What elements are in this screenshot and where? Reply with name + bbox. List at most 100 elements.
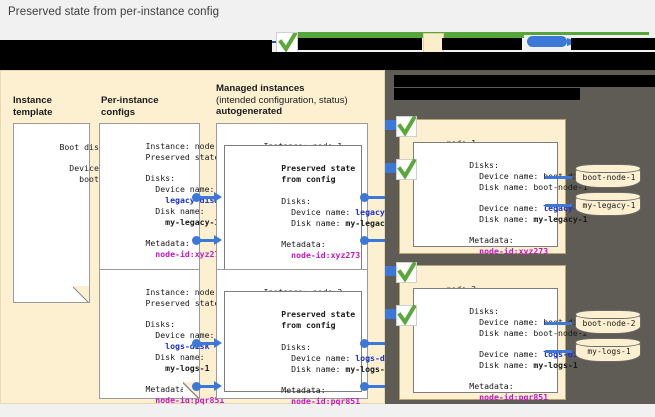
legend-green-line-2 — [294, 35, 524, 38]
metadata-value: node-id:pqr851 — [469, 391, 549, 402]
green-check-icon — [396, 159, 417, 180]
config-title: Instance: node-1 — [145, 140, 225, 151]
right-panel-heading-line-2 — [394, 88, 580, 100]
right-panel: node-1 Disks: Device name: boot-disk Dis… — [385, 70, 655, 404]
disk-connector-line — [545, 204, 572, 207]
connector-dot — [192, 382, 201, 391]
connector-dot — [192, 236, 201, 245]
disk-name-label: Disk name: — [145, 351, 205, 362]
per-instance-config-card-node-1: Instance: node-1 Preserved state Disks: … — [99, 123, 224, 291]
disk-top-ellipse — [575, 192, 641, 201]
boot-device-name: Device name: boot-disk — [469, 316, 588, 327]
disk-label: my-logs-1 — [587, 347, 631, 356]
metadata-label: Metadata: — [281, 384, 326, 395]
connector-line — [200, 385, 214, 388]
device-name-label: Device name: — [469, 202, 544, 213]
connector-square — [385, 309, 398, 319]
connector-dot — [360, 236, 369, 245]
disk-label: boot-node-1 — [582, 173, 636, 182]
config-title: Instance: node-2 — [145, 286, 225, 297]
device-name-label: Device name: — [281, 206, 356, 217]
green-check-icon — [396, 305, 417, 326]
device-name-label: Device name: — [145, 329, 215, 340]
disks-label: Disks: — [145, 318, 176, 329]
metadata-value: node-id:xyz273 — [145, 248, 225, 259]
column-heading-per-instance-configs: Per-instance configs — [101, 95, 159, 118]
redaction-bar-top — [0, 52, 655, 70]
boot-disk-label: Boot disk: — [59, 141, 109, 152]
device-name-value: legacy-disk — [355, 206, 410, 217]
metadata-value: node-id:pqr851 — [281, 395, 361, 406]
green-check-icon — [396, 116, 417, 137]
legend — [270, 31, 655, 54]
disk-name-value: my-logs-1 — [533, 359, 578, 370]
metadata-value: node-id:pqr851 — [145, 394, 225, 405]
device-name-value: logs-disk — [543, 348, 588, 359]
connector-line — [368, 239, 386, 242]
blue-arrow-icon — [527, 36, 579, 47]
node-details-box: Disks: Device name: boot-disk Disk name:… — [413, 288, 588, 402]
disk-name-label: Disk name: — [469, 359, 534, 370]
preserved-line-1: Preserved state — [281, 162, 356, 173]
page-title: Preserved state from per-instance config — [8, 6, 220, 18]
disks-label: Disks: — [145, 172, 176, 183]
disk-cylinder-my-legacy-1: my-legacy-1 — [575, 192, 641, 216]
right-panel-heading-line-1 — [394, 75, 655, 87]
disk-top-ellipse — [575, 310, 641, 319]
device-name-value: legacy-disk — [543, 202, 598, 213]
connector-dot — [360, 382, 369, 391]
connector-arrow-icon — [214, 338, 222, 348]
disk-name-value: my-logs-1 — [145, 362, 210, 373]
disk-name-value: my-legacy-1 — [145, 216, 220, 227]
connector-line — [368, 196, 386, 199]
device-name-value: logs-disk — [355, 352, 400, 363]
managed-instance-card-node-2: Instance: node-2 Preserved state from co… — [216, 269, 400, 406]
metadata-label: Metadata: — [145, 383, 190, 394]
connector-line — [368, 385, 386, 388]
legend-label-2 — [442, 38, 522, 50]
connector-line — [200, 239, 214, 242]
device-name-label: Device name: — [281, 352, 356, 363]
column-heading-managed-instances: Managed instances (intended configuratio… — [216, 83, 348, 117]
page-fold-icon — [73, 286, 90, 303]
beige-square-icon — [423, 33, 444, 53]
metadata-value: node-id:xyz273 — [281, 249, 361, 260]
disk-name-value: my-logs-1 — [345, 363, 390, 374]
device-name-label: Device name: — [469, 348, 544, 359]
device-name-label: Device name: — [145, 183, 215, 194]
disk-cylinder-boot-node-2: boot-node-2 — [575, 310, 641, 334]
diagram-page: Preserved state from per-instance config… — [0, 6, 655, 406]
disk-label: boot-node-2 — [582, 319, 636, 328]
preserved-line-2: from config — [281, 173, 336, 184]
disks-label: Disks: — [281, 195, 311, 206]
connector-arrow-icon — [214, 381, 222, 391]
disk-name-value: my-legacy-1 — [533, 213, 588, 224]
connector-dot — [360, 339, 369, 348]
instance-template-card: Boot disk: Device name: boot-disk — [13, 123, 128, 303]
preserved-state-box: Preserved state from config Disks: Devic… — [224, 291, 400, 406]
column-heading-instance-template: Instance template — [13, 95, 53, 118]
disk-connector-line — [545, 176, 572, 179]
metadata-label: Metadata: — [469, 380, 514, 391]
connector-dot — [192, 193, 201, 202]
boot-device-name: Device name: boot-disk — [469, 170, 588, 181]
disk-connector-line — [545, 322, 572, 325]
preserved-state-box: Preserved state from config Disks: Devic… — [224, 145, 409, 284]
disk-top-ellipse — [575, 164, 641, 173]
disk-name-label: Disk name: — [469, 213, 534, 224]
node-card-node-2: node-2 Disks: Device name: boot-disk Dis… — [399, 265, 588, 402]
disk-top-ellipse — [575, 338, 641, 347]
config-subtitle: Preserved state — [145, 151, 220, 162]
connector-line — [200, 342, 214, 345]
connector-dot — [360, 193, 369, 202]
green-check-icon — [276, 32, 298, 54]
device-name-value: logs-disk — [145, 340, 210, 351]
disk-name-value: my-legacy-1 — [345, 217, 400, 228]
redaction-bar-left — [0, 40, 272, 53]
connector-square — [385, 120, 398, 130]
connector-arrow-icon — [214, 192, 222, 202]
metadata-value: node-id:xyz273 — [469, 245, 549, 256]
config-subtitle: Preserved state — [145, 297, 220, 308]
legend-label-1 — [298, 38, 422, 50]
legend-label-3 — [571, 38, 655, 50]
